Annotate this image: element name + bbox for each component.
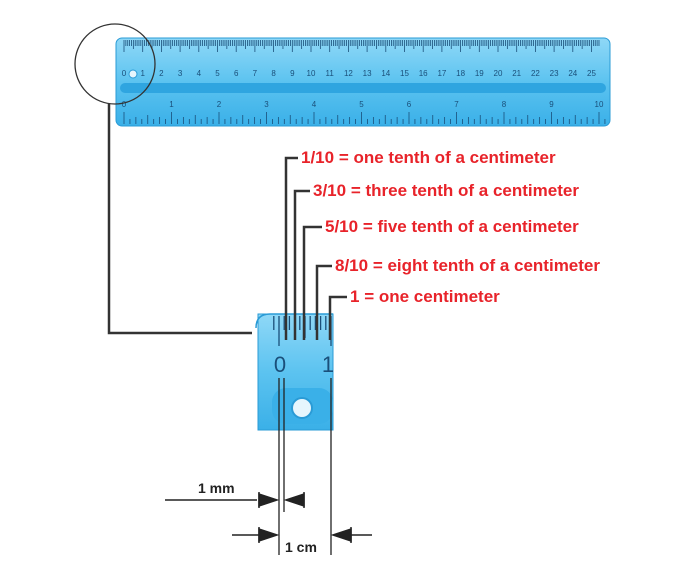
dim-1mm-right-arrow	[283, 492, 305, 508]
cm-number: 18	[456, 69, 465, 78]
label-one-centimeter-text: = one centimeter	[359, 287, 500, 306]
top-ruler-cm-ticks	[123, 40, 600, 52]
cm-number: 9	[290, 69, 295, 78]
cm-number: 20	[494, 69, 503, 78]
leader-3-10	[293, 189, 310, 340]
top-ruler-body	[115, 37, 611, 127]
inch-number: 10	[595, 100, 604, 109]
leader-8-10	[315, 264, 332, 340]
label-one-tenth: 1/10 = one tenth of a centimeter	[301, 149, 556, 166]
cm-number: 14	[381, 69, 390, 78]
extension-lines	[278, 378, 332, 555]
cm-number: 19	[475, 69, 484, 78]
cm-number: 1	[140, 69, 145, 78]
zoom-number-1: 1	[322, 352, 334, 377]
cm-number: 8	[271, 69, 276, 78]
inch-number: 3	[264, 100, 269, 109]
cm-number: 16	[419, 69, 428, 78]
dim-1cm	[232, 527, 372, 543]
cm-number: 12	[344, 69, 353, 78]
dim-1mm	[165, 492, 305, 508]
inch-number: 5	[359, 100, 364, 109]
dim-1mm-label: 1 mm	[198, 480, 235, 496]
label-one-tenth-text: = one tenth of a centimeter	[334, 148, 556, 167]
label-three-tenth-fraction: 3/10	[313, 181, 347, 200]
cm-number: 2	[159, 69, 164, 78]
cm-number: 22	[531, 69, 540, 78]
cm-number: 21	[512, 69, 521, 78]
cm-number: 13	[363, 69, 372, 78]
dim-1cm-label: 1 cm	[285, 539, 317, 555]
inch-number: 7	[454, 100, 459, 109]
cm-number: 4	[197, 69, 202, 78]
magnifier-circle	[74, 23, 156, 105]
label-five-tenth: 5/10 = five tenth of a centimeter	[325, 218, 579, 235]
label-one-tenth-fraction: 1/10	[301, 148, 335, 167]
cm-number: 11	[326, 69, 335, 78]
inch-number: 2	[217, 100, 222, 109]
cm-number: 0	[122, 69, 127, 78]
inch-number: 4	[312, 100, 317, 109]
leader-lines	[284, 156, 347, 340]
cm-number: 17	[437, 69, 446, 78]
leader-1	[328, 295, 347, 340]
cm-number: 23	[550, 69, 559, 78]
label-three-tenth: 3/10 = three tenth of a centimeter	[313, 182, 579, 199]
inch-number: 1	[169, 100, 174, 109]
cm-number: 10	[307, 69, 316, 78]
zoom-number-0: 0	[274, 352, 286, 377]
cm-number: 6	[234, 69, 239, 78]
cm-number: 24	[568, 69, 577, 78]
inch-number: 8	[502, 100, 507, 109]
leader-1-10	[284, 156, 298, 340]
label-five-tenth-text: = five tenth of a centimeter	[358, 217, 579, 236]
connector-line	[107, 104, 252, 335]
label-five-tenth-fraction: 5/10	[325, 217, 359, 236]
cm-number: 25	[587, 69, 596, 78]
dim-1cm-left-arrow	[258, 527, 280, 543]
cm-number: 5	[215, 69, 220, 78]
label-eight-tenth: 8/10 = eight tenth of a centimeter	[335, 257, 600, 274]
top-ruler-inch-ticks	[123, 112, 606, 124]
label-three-tenth-text: = three tenth of a centimeter	[346, 181, 579, 200]
top-ruler-hole	[128, 69, 138, 79]
top-ruler-groove	[120, 83, 606, 93]
label-one-centimeter: 1 = one centimeter	[350, 288, 500, 305]
top-ruler-inch-numbers: 0 1 2 3 4 5 6 7 8 9 10	[122, 100, 604, 109]
cm-number: 15	[400, 69, 409, 78]
label-eight-tenth-text: = eight tenth of a centimeter	[368, 256, 600, 275]
inch-number: 9	[549, 100, 554, 109]
zoom-ruler-top-edge	[255, 313, 333, 329]
inch-number: 0	[122, 100, 127, 109]
cm-number: 7	[253, 69, 258, 78]
dim-1cm-right-arrow	[330, 527, 352, 543]
label-eight-tenth-fraction: 8/10	[335, 256, 369, 275]
cm-number: 3	[178, 69, 183, 78]
leader-5-10	[302, 225, 322, 340]
zoom-ruler-hole	[291, 397, 313, 419]
dim-1mm-left-arrow	[258, 492, 280, 508]
inch-number: 6	[407, 100, 412, 109]
label-one-centimeter-fraction: 1	[350, 287, 360, 306]
